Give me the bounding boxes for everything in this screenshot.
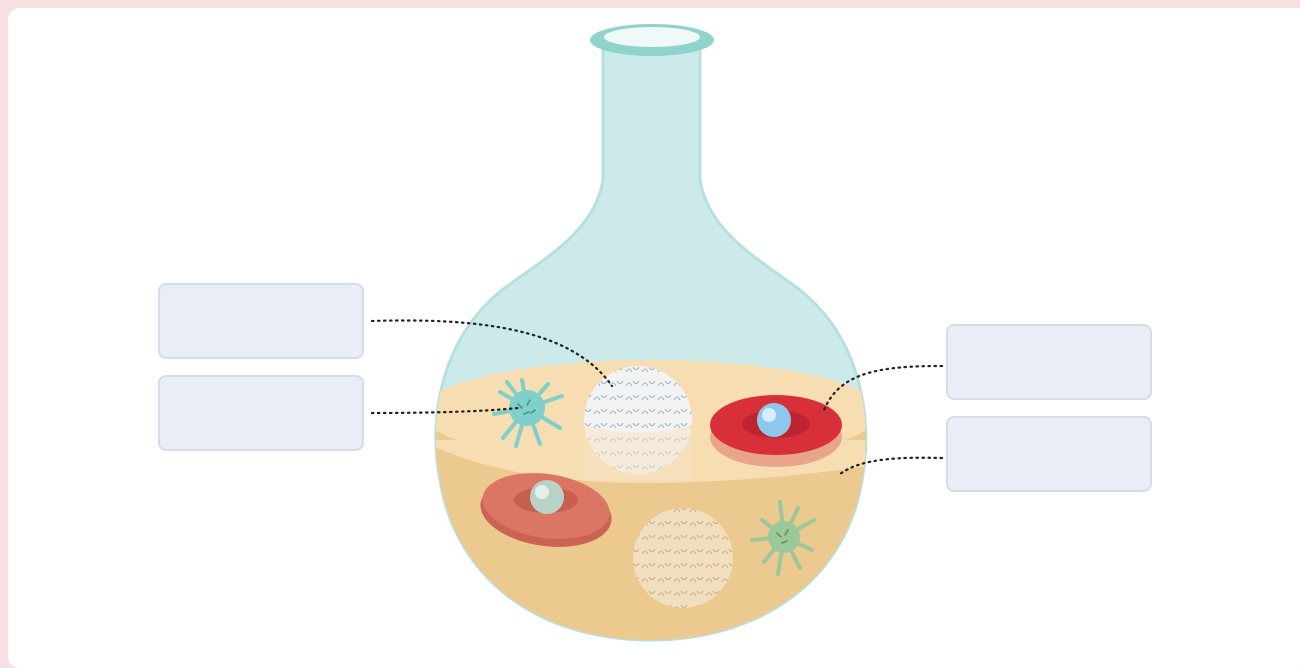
label-drop-zone-4[interactable] (946, 416, 1152, 492)
white-blood-cell-submerged-icon (633, 508, 733, 608)
label-drop-zone-1[interactable] (158, 283, 364, 359)
red-blood-cell-icon (710, 395, 842, 467)
white-blood-cell-icon (584, 366, 692, 480)
label-drop-zone-2[interactable] (158, 375, 364, 451)
label-drop-zone-3[interactable] (946, 324, 1152, 400)
